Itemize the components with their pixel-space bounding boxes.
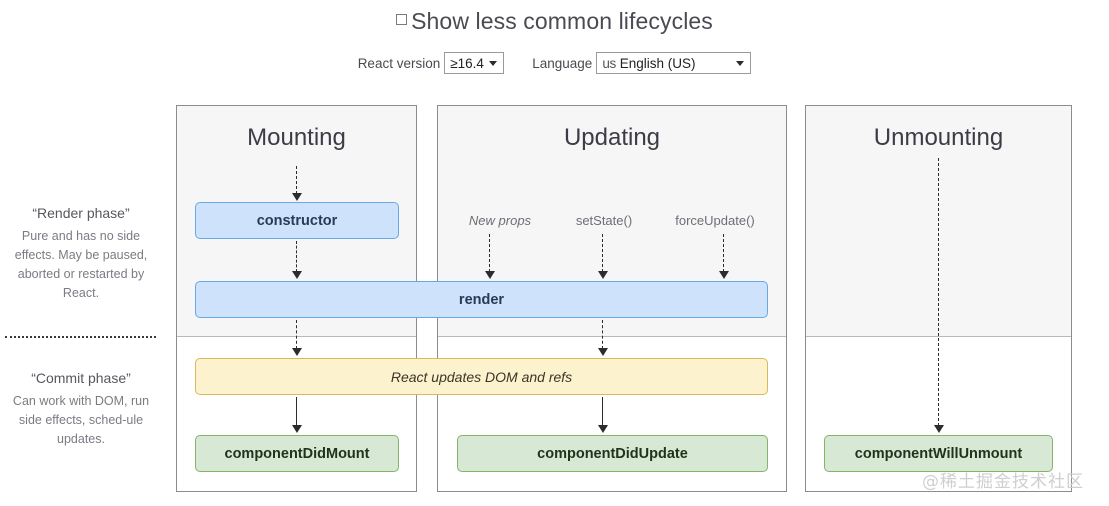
lifecycle-toggle-row: Show less common lifecycles bbox=[0, 8, 1109, 35]
arrow-shaft bbox=[602, 320, 603, 349]
controls-bar: Show less common lifecycles React versio… bbox=[0, 0, 1109, 92]
phase-legend: “Render phase” Pure and has no side effe… bbox=[0, 100, 162, 496]
commit-phase-description: Can work with DOM, run side effects, sch… bbox=[12, 394, 150, 446]
arrow-head-icon bbox=[291, 271, 302, 279]
commit-phase-legend: “Commit phase” Can work with DOM, run si… bbox=[0, 370, 162, 449]
node-component-did-update[interactable]: componentDidUpdate bbox=[457, 435, 768, 472]
trigger-force-update: forceUpdate() bbox=[675, 213, 755, 228]
react-version-label: React version bbox=[357, 55, 441, 71]
column-updating-title: Updating bbox=[563, 124, 661, 151]
node-component-did-mount[interactable]: componentDidMount bbox=[195, 435, 399, 472]
us-flag-icon: us bbox=[602, 56, 616, 71]
phase-divider bbox=[5, 336, 156, 338]
arrow-head-icon bbox=[484, 271, 495, 279]
render-phase-title: “Render phase” bbox=[32, 205, 130, 221]
commit-phase-title: “Commit phase” bbox=[31, 370, 131, 386]
column-unmounting-title: Unmounting bbox=[873, 124, 1004, 151]
arrow-head-icon bbox=[291, 348, 302, 356]
arrow-shaft bbox=[296, 241, 297, 272]
arrow-shaft bbox=[602, 397, 603, 426]
arrow-shaft bbox=[296, 320, 297, 349]
arrow-head-icon bbox=[933, 425, 944, 433]
arrow-shaft bbox=[296, 397, 297, 426]
react-version-select[interactable]: ≥16.4 bbox=[444, 52, 505, 74]
arrow-head-icon bbox=[291, 425, 302, 433]
arrow-shaft bbox=[938, 158, 939, 426]
arrow-head-icon bbox=[718, 271, 729, 279]
show-less-common-lifecycles-checkbox[interactable] bbox=[396, 14, 408, 25]
watermark: @稀土掘金技术社区 bbox=[922, 472, 1084, 492]
chevron-down-icon bbox=[489, 61, 498, 66]
language-value: English (US) bbox=[619, 56, 696, 71]
arrow-shaft bbox=[723, 234, 724, 272]
arrow-shaft bbox=[602, 234, 603, 272]
arrow-shaft bbox=[489, 234, 490, 272]
node-render[interactable]: render bbox=[195, 281, 768, 318]
language-label: Language bbox=[532, 55, 593, 71]
react-version-value: ≥16.4 bbox=[450, 56, 484, 71]
arrow-head-icon bbox=[597, 271, 608, 279]
show-less-common-lifecycles-label[interactable]: Show less common lifecycles bbox=[411, 8, 713, 34]
render-phase-legend: “Render phase” Pure and has no side effe… bbox=[0, 205, 162, 303]
node-component-will-unmount[interactable]: componentWillUnmount bbox=[824, 435, 1053, 472]
column-mounting-title: Mounting bbox=[247, 124, 346, 151]
arrow-shaft bbox=[296, 166, 297, 194]
arrow-head-icon bbox=[597, 348, 608, 356]
language-select[interactable]: us English (US) bbox=[596, 52, 752, 74]
arrow-head-icon bbox=[291, 193, 302, 201]
render-phase-description: Pure and has no side effects. May be pau… bbox=[14, 229, 148, 300]
node-constructor[interactable]: constructor bbox=[195, 202, 399, 239]
arrow-head-icon bbox=[597, 425, 608, 433]
trigger-new-props: New props bbox=[468, 213, 532, 228]
node-react-updates-dom-and-refs: React updates DOM and refs bbox=[195, 358, 768, 395]
trigger-set-state: setState() bbox=[575, 213, 633, 228]
chevron-down-icon bbox=[736, 61, 745, 66]
